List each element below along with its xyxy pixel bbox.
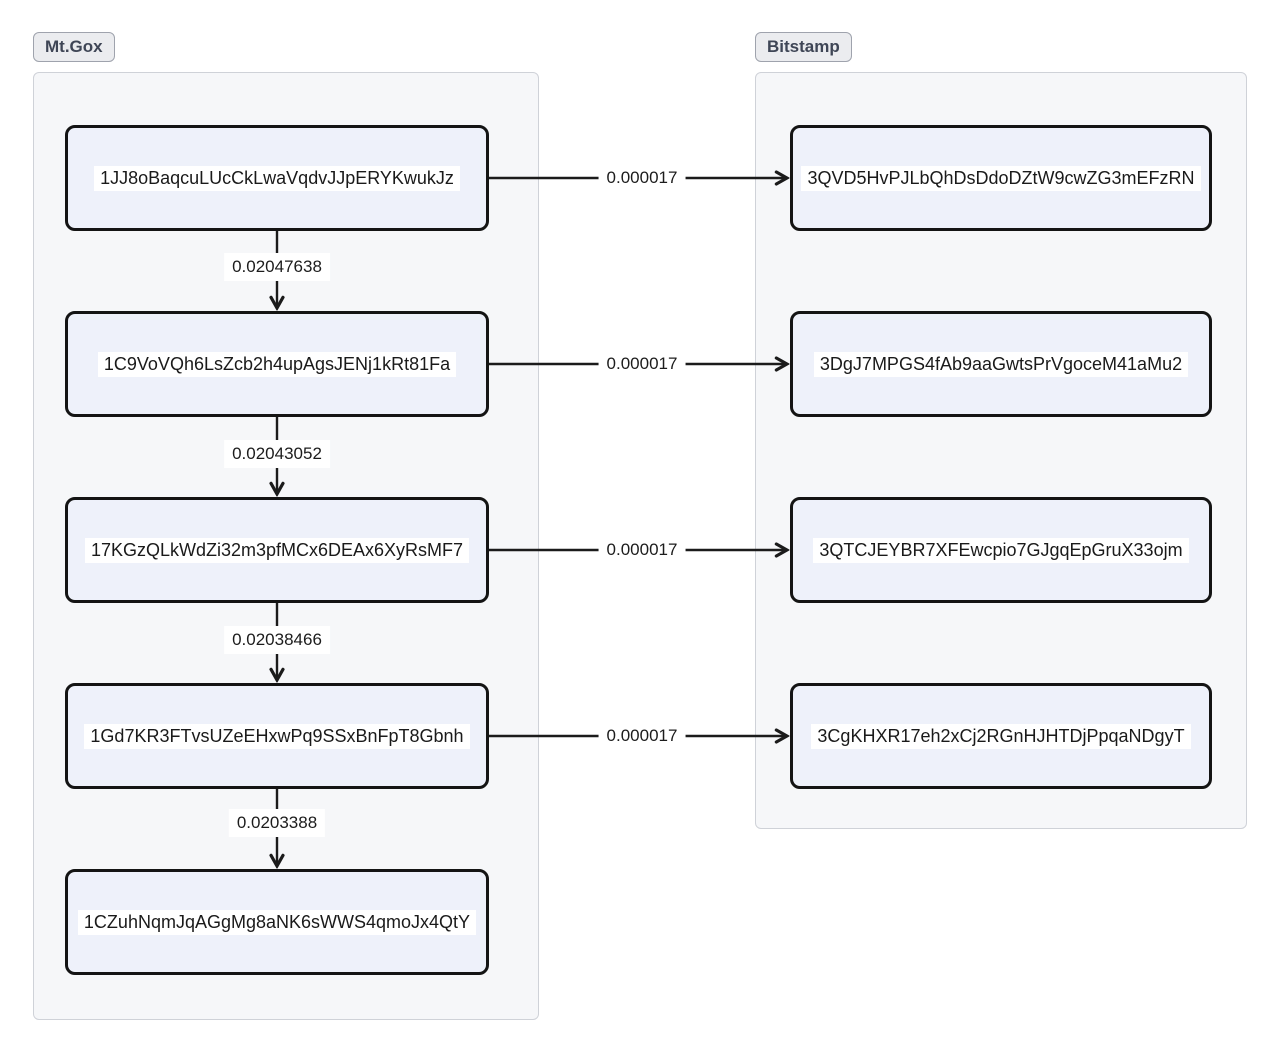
address-text: 3QVD5HvPJLbQhDsDdoDZtW9cwZG3mEFzRN [801, 165, 1201, 191]
transfer-edge-label-4: 0.000017 [598, 722, 686, 750]
transfer-edge-label-1: 0.000017 [598, 164, 686, 192]
address-text: 1Gd7KR3FTvsUZeEHxwPq9SSxBnFpT8Gbnh [84, 723, 470, 749]
chain-edge-label-4: 0.0203388 [228, 809, 326, 837]
cluster-label-bitstamp: Bitstamp [755, 32, 852, 62]
node-address-mtgox-2: 1C9VoVQh6LsZcb2h4upAgsJENj1kRt81Fa [65, 311, 489, 417]
cluster-label-mtgox: Mt.Gox [33, 32, 115, 62]
address-text: 3CgKHXR17eh2xCj2RGnHJHTDjPpqaNDgyT [811, 723, 1191, 749]
chain-edge-label-3: 0.02038466 [224, 626, 330, 654]
node-address-mtgox-5: 1CZuhNqmJqAGgMg8aNK6sWWS4qmoJx4QtY [65, 869, 489, 975]
address-text: 3DgJ7MPGS4fAb9aaGwtsPrVgoceM41aMu2 [813, 351, 1189, 377]
transfer-edge-label-3: 0.000017 [598, 536, 686, 564]
transfer-edge-label-2: 0.000017 [598, 350, 686, 378]
chain-edge-label-2: 0.02043052 [224, 440, 330, 468]
address-text: 17KGzQLkWdZi32m3pfMCx6DEAx6XyRsMF7 [84, 537, 470, 563]
node-address-mtgox-1: 1JJ8oBaqcuLUcCkLwaVqdvJJpERYKwukJz [65, 125, 489, 231]
address-text: 3QTCJEYBR7XFEwcpio7GJgqEpGruX33ojm [813, 537, 1189, 563]
node-address-bitstamp-4: 3CgKHXR17eh2xCj2RGnHJHTDjPpqaNDgyT [790, 683, 1212, 789]
node-address-bitstamp-1: 3QVD5HvPJLbQhDsDdoDZtW9cwZG3mEFzRN [790, 125, 1212, 231]
chain-edge-label-1: 0.02047638 [224, 253, 330, 281]
node-address-bitstamp-3: 3QTCJEYBR7XFEwcpio7GJgqEpGruX33ojm [790, 497, 1212, 603]
node-address-mtgox-4: 1Gd7KR3FTvsUZeEHxwPq9SSxBnFpT8Gbnh [65, 683, 489, 789]
node-address-bitstamp-2: 3DgJ7MPGS4fAb9aaGwtsPrVgoceM41aMu2 [790, 311, 1212, 417]
address-text: 1CZuhNqmJqAGgMg8aNK6sWWS4qmoJx4QtY [77, 909, 477, 935]
node-address-mtgox-3: 17KGzQLkWdZi32m3pfMCx6DEAx6XyRsMF7 [65, 497, 489, 603]
address-text: 1JJ8oBaqcuLUcCkLwaVqdvJJpERYKwukJz [94, 165, 460, 191]
address-text: 1C9VoVQh6LsZcb2h4upAgsJENj1kRt81Fa [97, 351, 457, 377]
